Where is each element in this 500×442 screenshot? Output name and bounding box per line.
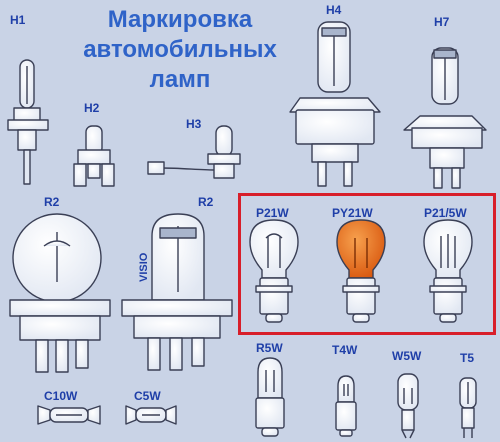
label-r2-right: R2 — [198, 195, 214, 209]
label-p21w: P21W — [256, 206, 289, 220]
label-c5w: C5W — [134, 389, 161, 403]
label-r5w: R5W — [256, 341, 283, 355]
label-r2-left: R2 — [44, 195, 60, 209]
h3-bulb — [147, 125, 241, 179]
label-py21w: PY21W — [332, 206, 373, 220]
r5w-bulb — [255, 357, 285, 437]
py21w-bulb — [336, 219, 386, 323]
label-h7: H7 — [434, 15, 450, 29]
label-p21-5w: P21/5W — [424, 206, 467, 220]
label-h2: H2 — [84, 101, 100, 115]
r2-visio-bulb — [121, 213, 233, 371]
c5w-bulb — [125, 405, 177, 425]
w5w-bulb — [397, 373, 419, 439]
p21w-bulb — [249, 219, 299, 323]
t4w-bulb — [335, 375, 357, 437]
title-line-2: автомобильных — [83, 36, 277, 63]
r2-left-bulb — [9, 213, 111, 373]
h2-bulb — [73, 125, 115, 187]
h1-bulb — [7, 59, 49, 185]
title-line-3: ламп — [149, 66, 211, 93]
label-t4w: T4W — [332, 343, 358, 357]
label-h3: H3 — [186, 117, 202, 131]
c10w-bulb — [37, 405, 101, 425]
label-visio: VISIO — [138, 252, 150, 282]
label-c10w: C10W — [44, 389, 78, 403]
highlight-frame — [238, 193, 496, 335]
label-h1: H1 — [10, 13, 26, 27]
title-line-1: Маркировка — [107, 6, 253, 33]
label-t5: T5 — [460, 351, 475, 365]
label-h4: H4 — [326, 3, 342, 17]
h7-bulb — [403, 47, 487, 189]
label-w5w: W5W — [392, 349, 422, 363]
h4-bulb — [289, 21, 381, 187]
t5-bulb — [459, 377, 477, 438]
p21-5w-bulb — [423, 219, 473, 323]
